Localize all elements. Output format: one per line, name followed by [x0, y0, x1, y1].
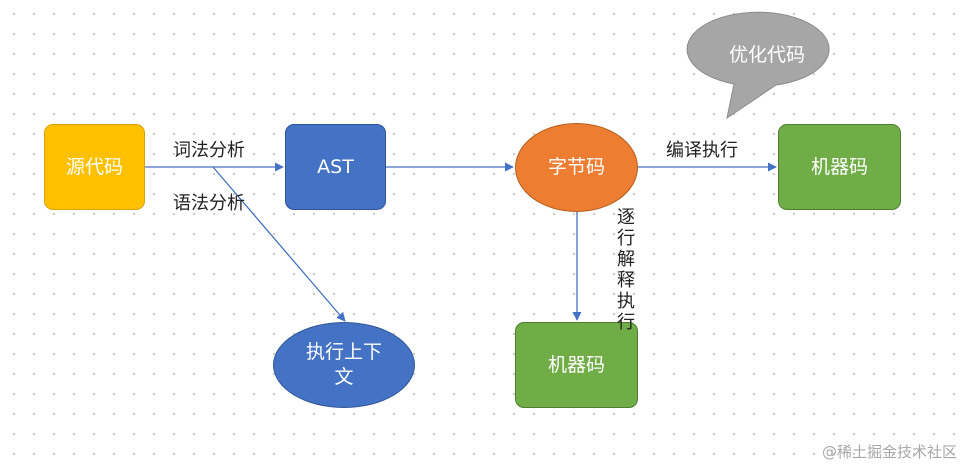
node-ast: AST: [285, 124, 386, 210]
node-source-code-label: 源代码: [65, 155, 123, 178]
node-source-code: 源代码: [44, 124, 145, 210]
edge-label-syntax-analysis: 语法分析: [173, 193, 245, 214]
node-machine-code-right: 机器码: [778, 124, 901, 210]
node-ast-label: AST: [317, 155, 354, 178]
speech-bubble-label: 优化代码: [728, 43, 805, 66]
edge-label-lexical-analysis: 词法分析: [173, 140, 245, 161]
arrow-source-to-exec-context: [212, 166, 346, 322]
node-exec-context: 执行上下文: [273, 322, 415, 408]
edge-label-interpret-execute: 逐行解释执行: [617, 207, 635, 333]
speech-bubble-shape: [686, 11, 830, 120]
node-machine-code-bottom-label: 机器码: [547, 353, 605, 376]
site-credit: @稀土掘金技术社区: [821, 443, 957, 461]
node-machine-code-right-label: 机器码: [810, 155, 868, 178]
node-bytecode: 字节码: [515, 123, 638, 212]
node-machine-code-bottom: 机器码: [515, 322, 638, 408]
edge-label-compile-execute: 编译执行: [666, 140, 738, 161]
node-bytecode-label: 字节码: [547, 156, 605, 179]
node-exec-context-label: 执行上下文: [305, 341, 382, 388]
